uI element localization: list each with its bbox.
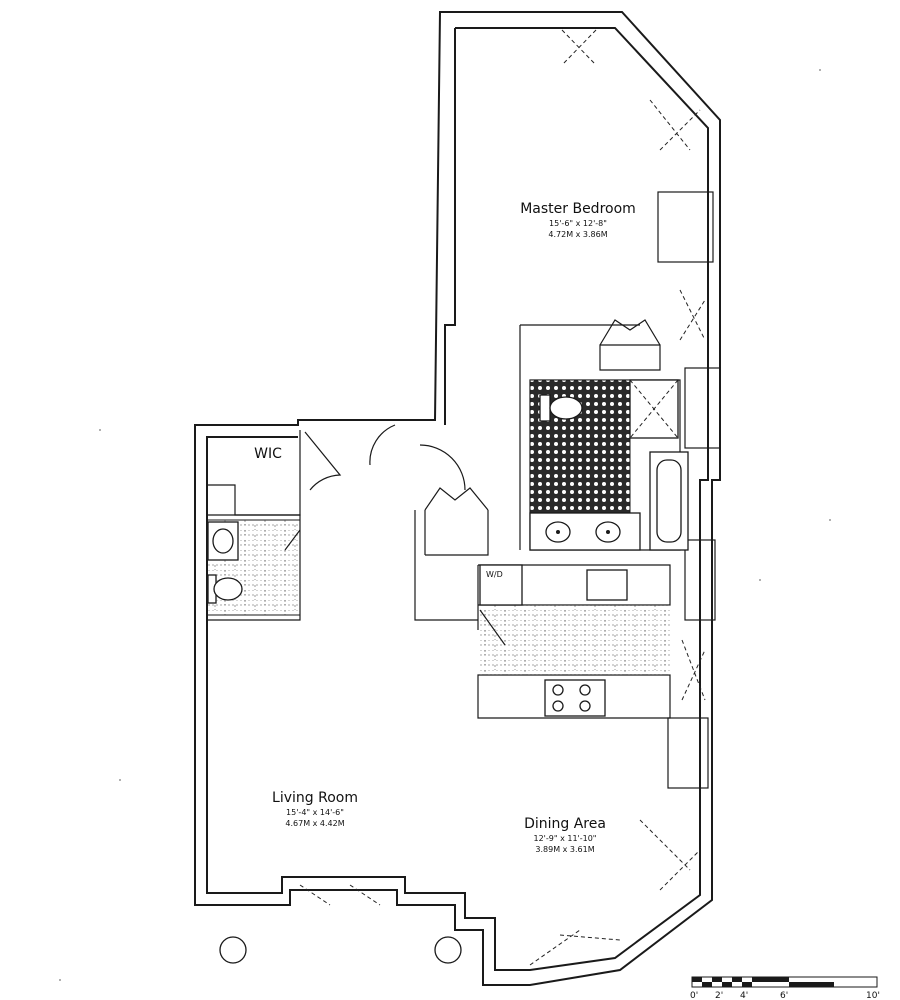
column-icon [434, 936, 462, 964]
kitchen: W/D [478, 564, 670, 717]
scale-bar: 0' 2' 4' 6' 10' [690, 976, 880, 1000]
column-icon [219, 936, 247, 964]
dining-area-name: Dining Area [524, 816, 606, 832]
dining-area-dim-imperial: 12'-9" x 11'-10" [534, 834, 597, 843]
bathtub-icon [649, 451, 689, 551]
scan-noise [59, 69, 831, 981]
scale-label-10: 10' [866, 991, 880, 1000]
living-room-name: Living Room [272, 790, 358, 806]
stove-icon [544, 679, 606, 717]
toilet-icon [207, 574, 243, 604]
living-room-dim-imperial: 15'-4" x 14'-6" [286, 808, 344, 817]
exterior-columns [219, 936, 462, 964]
interior-walls [206, 191, 721, 789]
exterior-walls [194, 11, 721, 986]
dining-area-dim-metric: 3.89M x 3.61M [535, 845, 594, 854]
scale-label-4: 4' [740, 991, 748, 1000]
doors-windows [284, 29, 706, 966]
scale-label-2: 2' [715, 991, 723, 1000]
wic-name: WIC [254, 446, 282, 462]
living-room-dim-metric: 4.67M x 4.42M [285, 819, 344, 828]
scale-label-6: 6' [780, 991, 788, 1000]
master-bedroom-dim-metric: 4.72M x 3.86M [548, 230, 607, 239]
sink-icon [595, 521, 621, 543]
sink-icon [545, 521, 571, 543]
washer-dryer-label: W/D [486, 570, 503, 579]
master-bedroom-dim-imperial: 15'-6" x 12'-8" [549, 219, 607, 228]
toilet-icon [539, 394, 583, 422]
master-bedroom-name: Master Bedroom [520, 201, 636, 217]
washer-dryer: W/D [479, 564, 523, 606]
powder-room [206, 519, 301, 616]
master-bath [529, 379, 689, 551]
room-labels: Master Bedroom 15'-6" x 12'-8" 4.72M x 3… [254, 201, 636, 854]
sink-icon [586, 569, 628, 601]
scale-label-0: 0' [690, 991, 698, 1000]
sink-icon [207, 521, 239, 561]
